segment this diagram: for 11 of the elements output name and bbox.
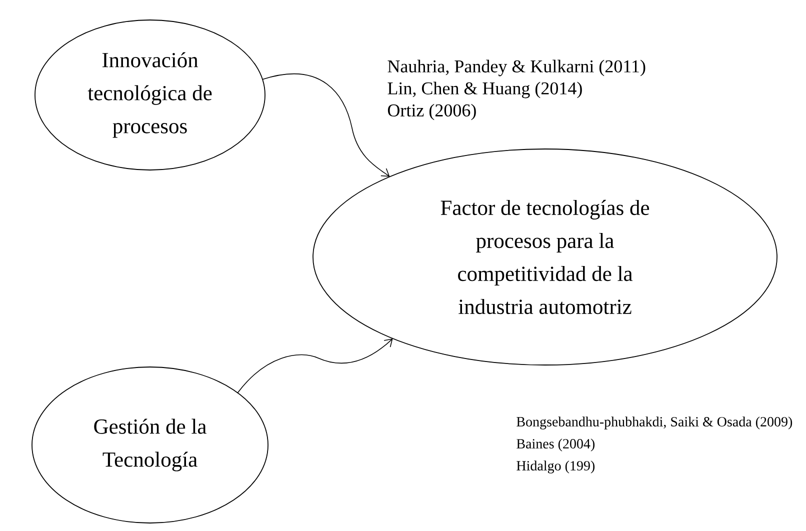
ellipse-node: Factor de tecnologías de procesos para la competitividad de la industria automotriz [312,148,778,366]
citation: Bongsebandhu-phubhakdi, Saiki & Osada (2009) [516,416,792,430]
citation: Hidalgo (199) [516,460,595,474]
citation: Nauhria, Pandey & Kulkarni (2011) [388,60,646,76]
citation: Lin, Chen & Huang (2014) [388,82,582,98]
ellipse-node: Gestión de la Tecnología [32,366,268,524]
citation: Ortiz (2006) [388,104,476,120]
curved-arrow [262,74,390,177]
curved-arrow [237,338,393,394]
citation: Baines (2004) [516,438,595,452]
ellipse-node: Innovación tecnológica de procesos [34,20,266,170]
